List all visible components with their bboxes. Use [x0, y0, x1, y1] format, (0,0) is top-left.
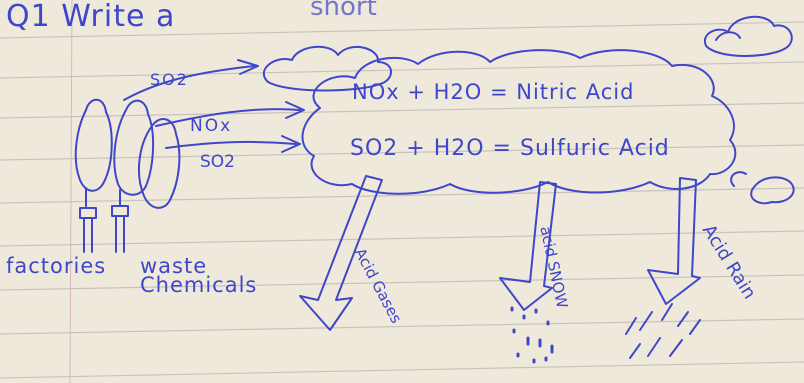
acid-gases-arrow — [299, 175, 383, 331]
so2-low-label: SO2 — [200, 152, 235, 172]
tree-middle — [113, 99, 155, 196]
rain-streaks — [625, 303, 701, 359]
tree-left — [74, 98, 113, 192]
chimney-right — [111, 205, 129, 253]
small-cloud-top — [262, 45, 392, 92]
nox-label: NOx — [190, 116, 233, 136]
arrowhead-so2-top — [237, 59, 259, 75]
arrow-so2-top — [123, 65, 255, 101]
small-cloud-right-inner — [715, 31, 741, 41]
so2-top-label: SO2 — [150, 70, 189, 89]
arrowhead-so2-low — [281, 135, 301, 153]
question-title: Q1 Write a — [6, 0, 176, 34]
factories-label: factories — [6, 254, 107, 278]
small-cloud-right — [703, 15, 793, 57]
snow-dots — [510, 306, 554, 364]
acid-rain-arrow — [647, 177, 701, 305]
waste-label: waste — [140, 254, 208, 278]
chemicals-label: Chemicals — [140, 273, 258, 297]
acid-snow-arrow — [499, 181, 557, 311]
ruled-lines — [0, 21, 804, 379]
chimney-left — [79, 207, 97, 253]
arrowhead-nox — [285, 101, 305, 119]
tree-right — [137, 118, 181, 209]
main-cloud — [301, 49, 737, 195]
margin-line — [69, 0, 73, 383]
sulfuric-acid-equation: SO2 + H2O = Sulfuric Acid — [350, 136, 670, 161]
title-faded-tail: short — [310, 0, 377, 22]
arrow-so2-low — [165, 140, 297, 149]
nitric-acid-equation: NOx + H2O = Nitric Acid — [352, 80, 635, 104]
arrow-nox — [155, 108, 301, 127]
swirl-cloud — [730, 171, 795, 205]
